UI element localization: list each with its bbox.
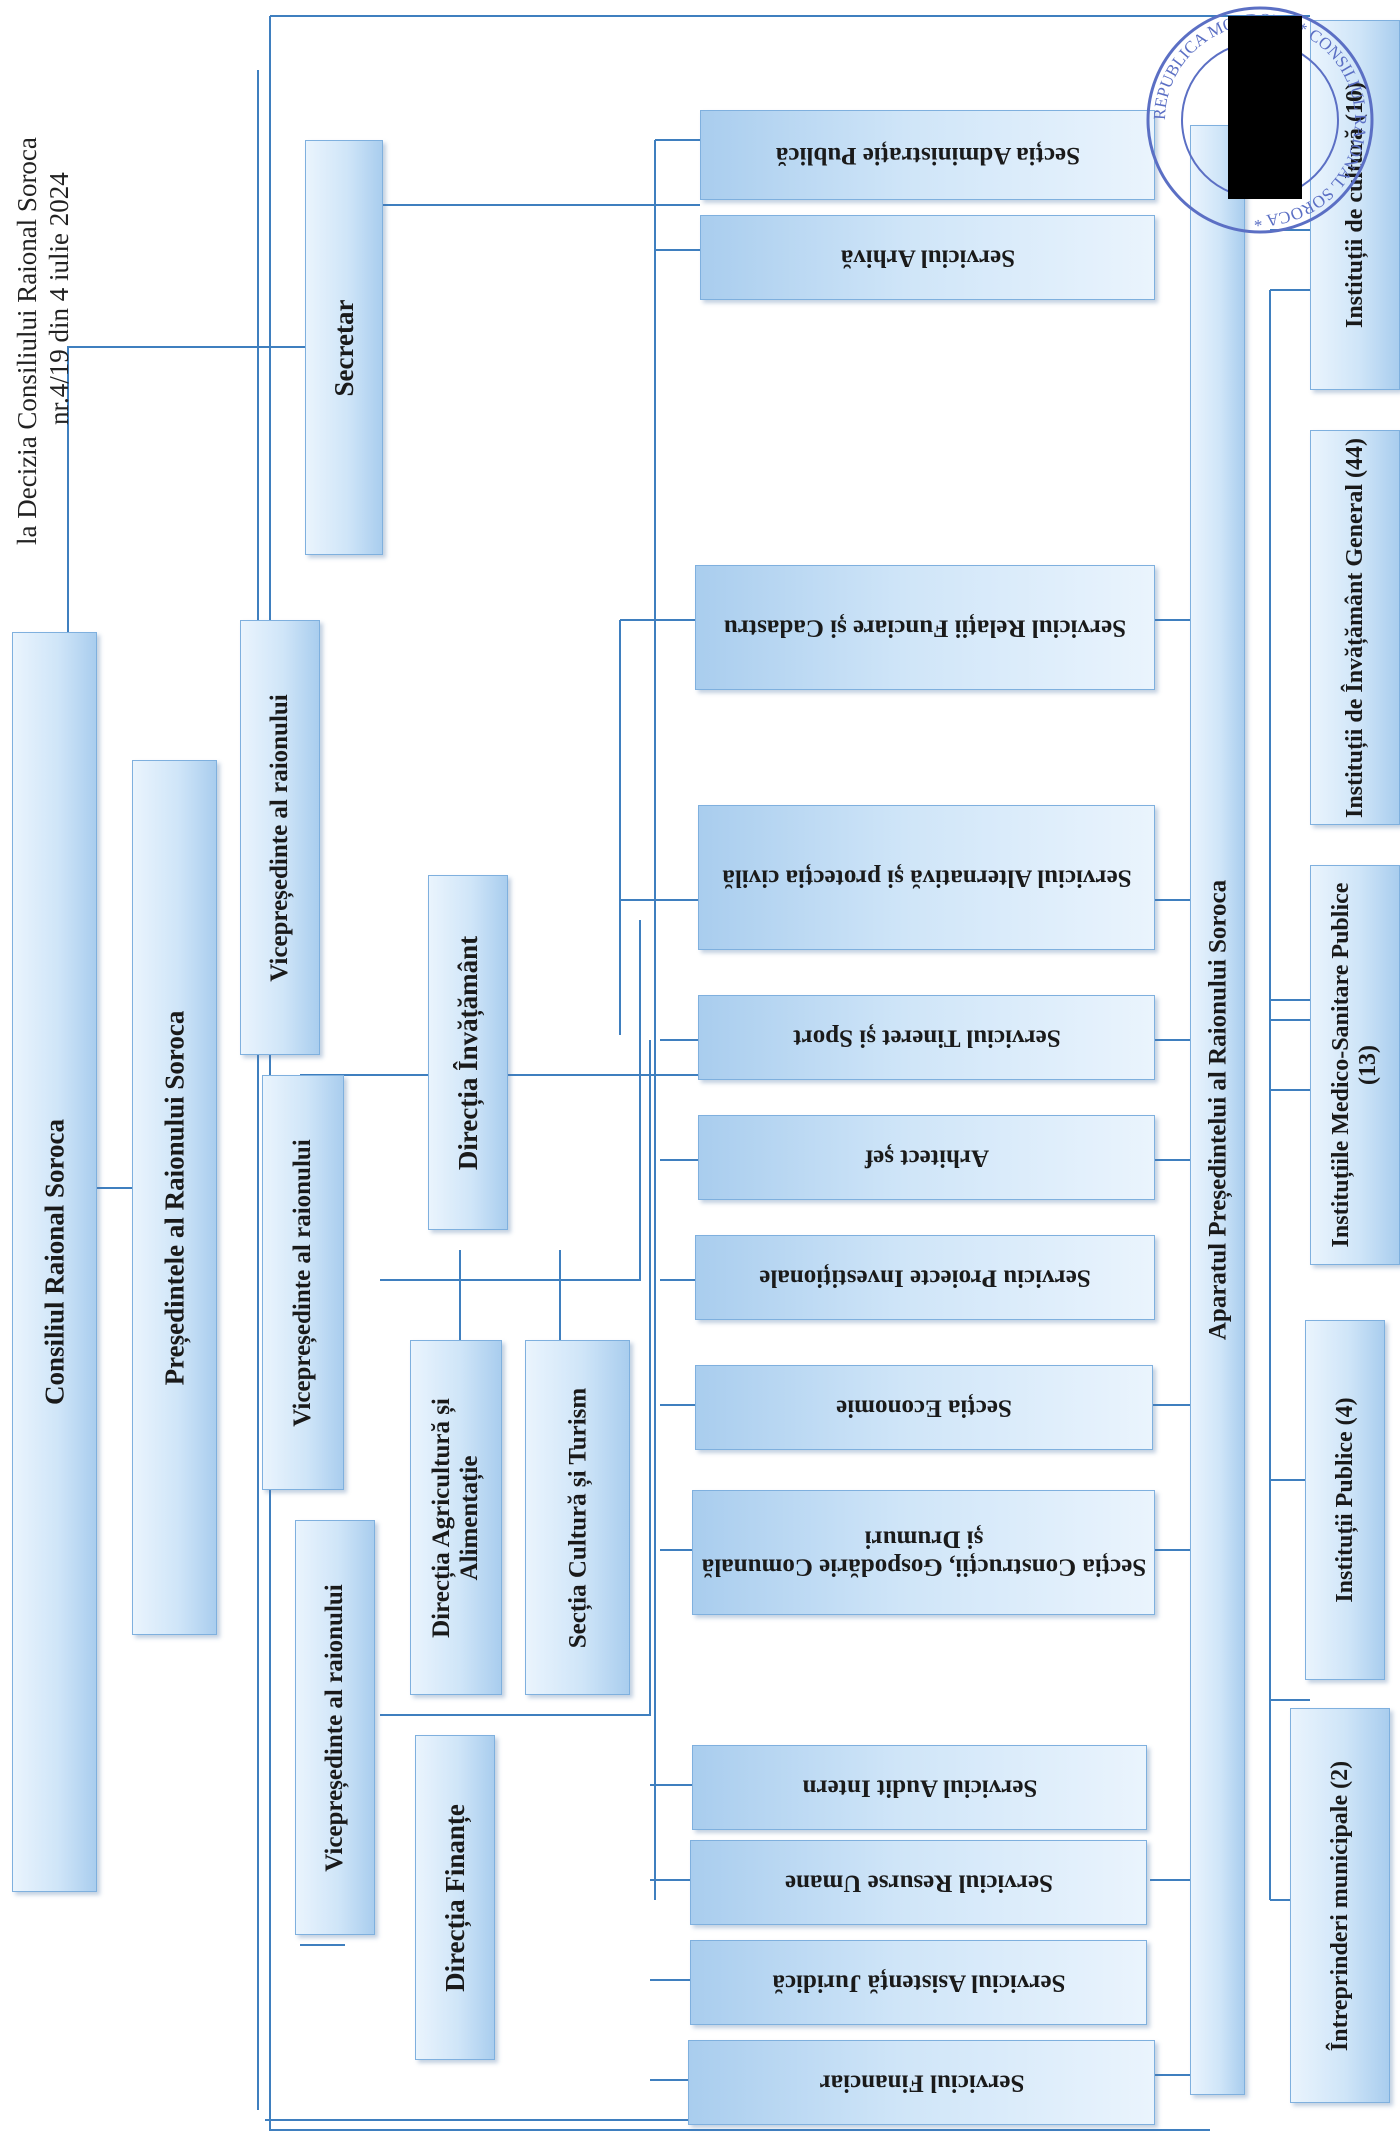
box-secretar: Secretar: [305, 140, 383, 555]
box-arhitect-sef: Arhitect șef: [698, 1115, 1155, 1200]
box-sectia-constructii: Secția Construcții, Gospodărie Comunală …: [692, 1490, 1155, 1615]
box-serviciul-resurse: Serviciul Resurse Umane: [690, 1840, 1147, 1925]
box-serviciul-financiar-label: Serviciul Financiar: [819, 2069, 1024, 2097]
box-serviciul-relatii-funciare-label: Serviciul Relații Funciare și Cadastru: [723, 614, 1127, 642]
box-serviciul-tineret: Serviciul Tineret și Sport: [698, 995, 1155, 1080]
box-serviciul-resurse-label: Serviciul Resurse Umane: [784, 1869, 1053, 1897]
box-institutii-invatamant: Instituții de Învățământ General (44): [1310, 430, 1400, 825]
box-arhitect-sef-label: Arhitect șef: [864, 1144, 989, 1172]
box-directia-invatamant-label: Direcția Învățământ: [452, 935, 483, 1170]
box-serviciu-proiecte-label: Serviciu Proiecte Investiționale: [759, 1264, 1091, 1292]
box-intreprinderi: Întreprinderi municipale (2): [1290, 1708, 1390, 2103]
box-vicepresedinte-3: Vicepreședinte al raionului: [295, 1520, 375, 1935]
box-secretar-label: Secretar: [328, 299, 359, 396]
box-aparatul: Aparatul Președintelui al Raionului Soro…: [1190, 125, 1245, 2095]
box-serviciul-arhiva: Serviciul Arhivă: [700, 215, 1155, 300]
box-serviciul-alternativa-label: Serviciul Alternativă și protecția civil…: [721, 864, 1132, 892]
box-sectia-economie-label: Secția Economie: [836, 1394, 1012, 1422]
box-directia-agricultura: Direcția Agricultură și Alimentație: [410, 1340, 502, 1695]
box-sectia-administratie-label: Secția Administrație Publică: [775, 142, 1080, 169]
box-serviciul-tineret-label: Serviciul Tineret și Sport: [792, 1024, 1061, 1052]
box-intreprinderi-label: Întreprinderi municipale (2): [1326, 1760, 1353, 2051]
box-presedintele-label: Președintele al Raionului Soroca: [159, 1010, 190, 1385]
box-institutiile-medico: Instituțiile Medico-Sanitare Publice (13…: [1310, 865, 1400, 1265]
box-vicepresedinte-2-label: Vicepreședinte al raionului: [289, 1138, 316, 1427]
box-vicepresedinte-1: Vicepreședinte al raionului: [240, 620, 320, 1055]
box-sectia-cultura-label: Secția Cultură și Turism: [563, 1387, 591, 1648]
box-serviciu-proiecte: Serviciu Proiecte Investiționale: [695, 1235, 1155, 1320]
header-line-2: nr.4/19 din 4 iulie 2024: [44, 172, 74, 425]
box-directia-finante-label: Direcția Finanțe: [439, 1803, 470, 1992]
box-institutii-invatamant-label: Instituții de Învățământ General (44): [1341, 437, 1368, 818]
box-sectia-constructii-label: Secția Construcții, Gospodărie Comunală …: [701, 1525, 1146, 1581]
box-directia-finante: Direcția Finanțe: [415, 1735, 495, 2060]
header-line-1: la Decizia Consiliului Raional Soroca: [12, 137, 42, 545]
box-institutii-publice: Instituții Publice (4): [1305, 1320, 1385, 1680]
box-directia-invatamant: Direcția Învățământ: [428, 875, 508, 1230]
redaction-block: [1228, 16, 1302, 199]
box-consiliul: Consiliul Raional Soroca: [12, 632, 97, 1892]
box-sectia-economie: Secția Economie: [695, 1365, 1153, 1450]
box-institutiile-medico-label: Instituțiile Medico-Sanitare Publice (13…: [1328, 882, 1381, 1248]
box-sectia-cultura: Secția Cultură și Turism: [525, 1340, 630, 1695]
box-serviciul-juridica: Serviciul Asistență Juridică: [690, 1940, 1147, 2025]
box-institutii-publice-label: Instituții Publice (4): [1331, 1397, 1358, 1603]
box-serviciul-arhiva-label: Serviciul Arhivă: [840, 244, 1015, 272]
box-serviciul-juridica-label: Serviciul Asistență Juridică: [771, 1969, 1066, 1997]
box-presedintele: Președintele al Raionului Soroca: [132, 760, 217, 1635]
box-serviciul-financiar: Serviciul Financiar: [688, 2040, 1155, 2125]
box-aparatul-label: Aparatul Președintelui al Raionului Soro…: [1203, 879, 1231, 1341]
box-serviciul-relatii-funciare: Serviciul Relații Funciare și Cadastru: [695, 565, 1155, 690]
box-vicepresedinte-2: Vicepreședinte al raionului: [262, 1075, 344, 1490]
box-vicepresedinte-1-label: Vicepreședinte al raionului: [266, 693, 293, 982]
box-directia-agricultura-label: Direcția Agricultură și Alimentație: [428, 1397, 483, 1638]
box-serviciul-audit-label: Serviciul Audit Intern: [802, 1774, 1037, 1802]
box-serviciul-audit: Serviciul Audit Intern: [692, 1745, 1147, 1830]
box-sectia-administratie: Secția Administrație Publică: [700, 110, 1155, 200]
box-consiliul-label: Consiliul Raional Soroca: [39, 1118, 70, 1406]
box-serviciul-alternativa: Serviciul Alternativă și protecția civil…: [698, 805, 1155, 950]
box-vicepresedinte-3-label: Vicepreședinte al raionului: [321, 1583, 348, 1872]
